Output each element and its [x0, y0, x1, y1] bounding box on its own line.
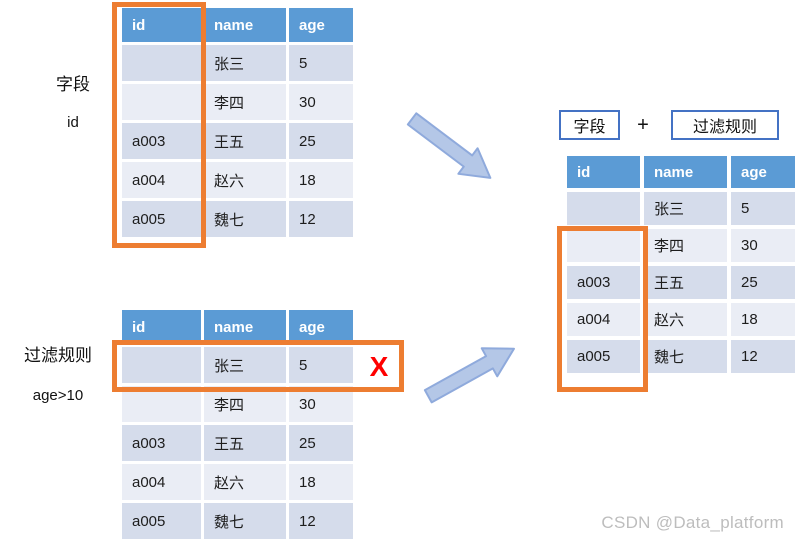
table-cell: 魏七: [204, 503, 286, 539]
table-cell: 赵六: [204, 464, 286, 500]
column-header: age: [731, 156, 795, 188]
watermark: CSDN @Data_platform: [601, 513, 784, 532]
table-cell: 赵六: [644, 303, 727, 336]
table-cell: a004: [122, 464, 201, 500]
table-cell: 魏七: [644, 340, 727, 373]
table-cell: 张三: [204, 45, 286, 81]
table-cell: 李四: [204, 386, 286, 422]
table-cell: 王五: [204, 425, 286, 461]
formula-filter-box: 过滤规则: [671, 110, 779, 140]
table-cell: 18: [289, 162, 353, 198]
plus-operator: +: [637, 113, 649, 136]
filter-rule-value-label: age>10: [32, 387, 84, 404]
id-column-highlight-box: [112, 2, 206, 248]
table-cell: a005: [122, 503, 201, 539]
table-cell: [122, 84, 201, 120]
column-header: id: [122, 310, 201, 344]
table-cell: 张三: [204, 347, 286, 383]
table-cell: 30: [289, 84, 353, 120]
table-cell: 王五: [204, 123, 286, 159]
table-cell: [122, 347, 201, 383]
table-cell: [567, 192, 640, 225]
table-cell: a003: [122, 123, 201, 159]
table-cell: 5: [289, 347, 353, 383]
filter-rule-label: 过滤规则: [24, 346, 92, 365]
table-cell: a005: [567, 340, 640, 373]
table-cell: 18: [289, 464, 353, 500]
fields-value-label: id: [67, 114, 79, 131]
column-header: age: [289, 8, 353, 42]
table-cell: a005: [122, 201, 201, 237]
table-cell: 王五: [644, 266, 727, 299]
column-header: name: [644, 156, 727, 188]
table-cell: 12: [289, 503, 353, 539]
formula-field-box: 字段: [559, 110, 620, 140]
column-header: age: [289, 310, 353, 344]
table-cell: a004: [122, 162, 201, 198]
column-header: id: [122, 8, 201, 42]
table-cell: 30: [289, 386, 353, 422]
table-cell: a003: [122, 425, 201, 461]
table-cell: [122, 386, 201, 422]
table-cell: 25: [731, 266, 795, 299]
column-header: name: [204, 310, 286, 344]
table-cell: 12: [289, 201, 353, 237]
table-cell: 赵六: [204, 162, 286, 198]
table-cell: 5: [289, 45, 353, 81]
table-cell: 李四: [644, 229, 727, 262]
arrow-down-right-icon: [406, 112, 492, 179]
table-cell: a004: [567, 303, 640, 336]
table-cell: 25: [289, 425, 353, 461]
table-cell: 张三: [644, 192, 727, 225]
table-cell: 12: [731, 340, 795, 373]
table-cell: [122, 45, 201, 81]
table-cell: a003: [567, 266, 640, 299]
reject-x-mark: X: [369, 351, 389, 382]
table-cell: 18: [731, 303, 795, 336]
column-header: id: [567, 156, 640, 188]
result-id-column-highlight-box: [557, 226, 648, 392]
table-cell: 魏七: [204, 201, 286, 237]
table-cell: [567, 229, 640, 262]
column-header: name: [204, 8, 286, 42]
table-cell: 25: [289, 123, 353, 159]
table-cell: 30: [731, 229, 795, 262]
table-cell: 5: [731, 192, 795, 225]
fields-label: 字段: [56, 75, 90, 94]
arrow-up-right-icon: [423, 347, 515, 404]
table-cell: 李四: [204, 84, 286, 120]
filtered-out-row-highlight-box: [112, 340, 404, 392]
